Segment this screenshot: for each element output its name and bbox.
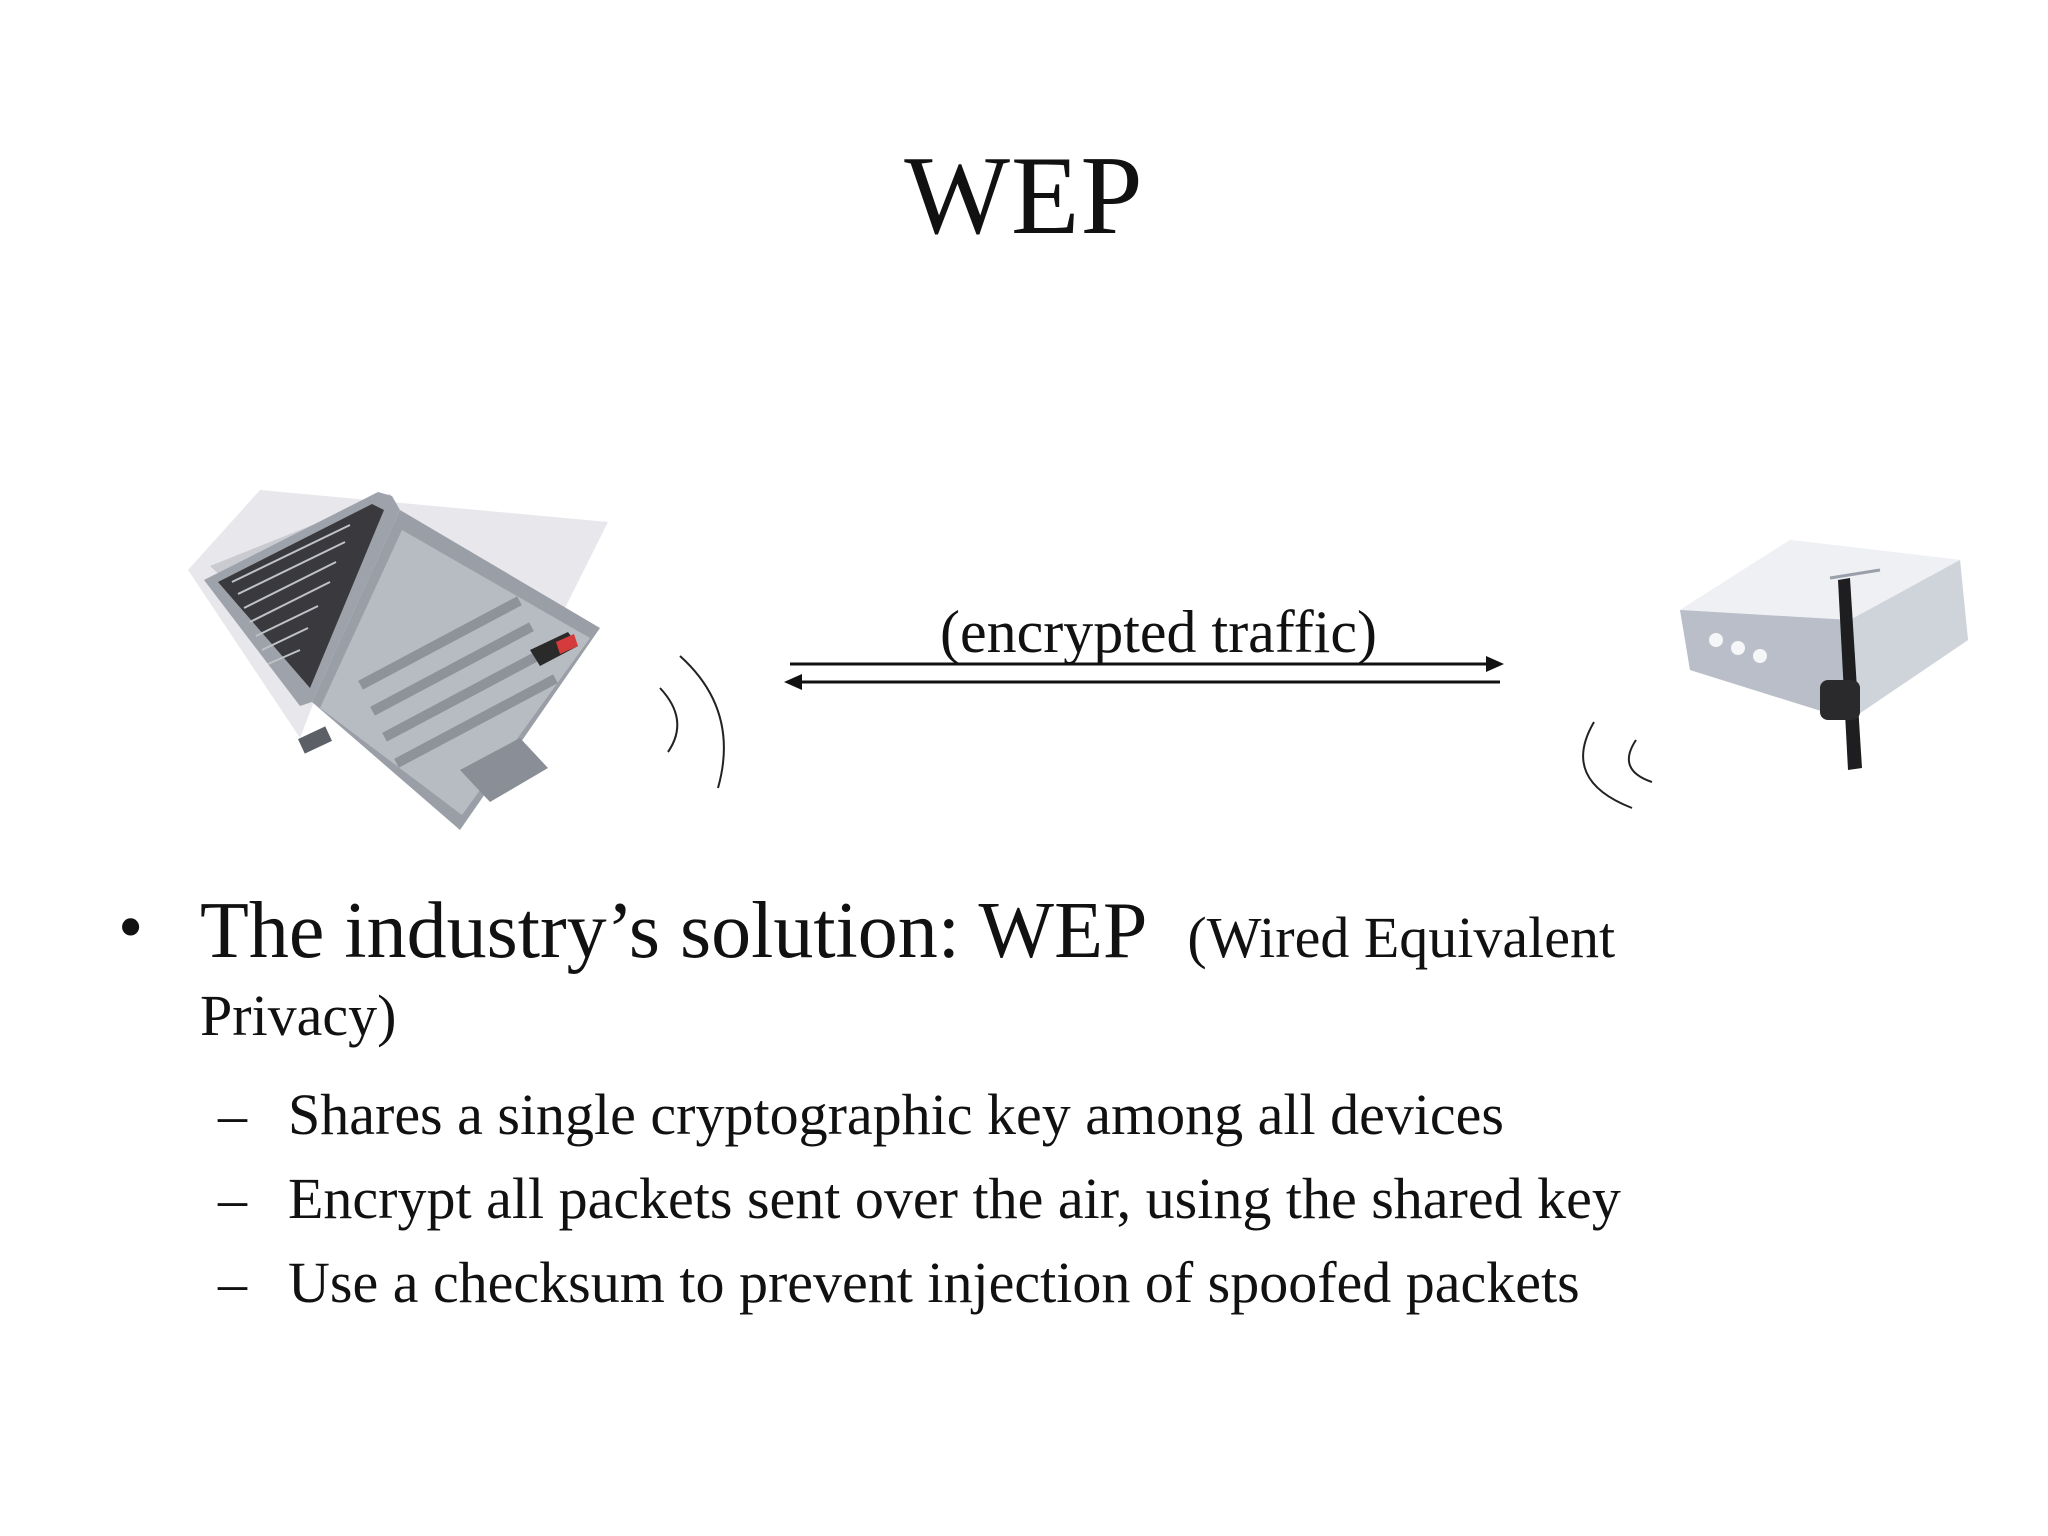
sub-bullet-item: – Use a checksum to prevent injection of… <box>118 1241 1968 1325</box>
sub-bullet-item: – Encrypt all packets sent over the air,… <box>118 1157 1968 1241</box>
bullet-main: • The industry’s solution: WEP (Wired Eq… <box>118 887 1968 1051</box>
sub-bullet-list: – Shares a single cryptographic key amon… <box>118 1073 1968 1325</box>
wireless-router-icon <box>1680 540 1968 770</box>
slide-title: WEP <box>904 134 1144 258</box>
bullet-list: • The industry’s solution: WEP (Wired Eq… <box>118 887 1968 1325</box>
bidirectional-arrow <box>784 656 1504 690</box>
sub-bullet-item: – Shares a single cryptographic key amon… <box>118 1073 1968 1157</box>
encrypted-traffic-label: (encrypted traffic) <box>940 599 1377 665</box>
laptop-signal-icon <box>659 687 679 753</box>
dash-icon: – <box>218 1166 247 1231</box>
sub-bullet-text: Shares a single cryptographic key among … <box>288 1082 1504 1147</box>
sub-bullet-text: Encrypt all packets sent over the air, u… <box>288 1166 1621 1231</box>
dash-icon: – <box>218 1082 247 1147</box>
laptop-icon <box>188 490 608 830</box>
router-signal-icon <box>1582 721 1633 809</box>
bullet-main-paren-continued: Privacy) <box>200 983 397 1048</box>
bullet-icon: • <box>118 887 144 967</box>
dash-icon: – <box>218 1250 247 1315</box>
wep-diagram: (encrypted traffic) <box>0 470 2048 870</box>
bullet-main-text: The industry’s solution: WEP <box>200 887 1148 975</box>
diagram-graphics <box>188 490 1968 830</box>
sub-bullet-text: Use a checksum to prevent injection of s… <box>288 1250 1580 1315</box>
bullet-main-paren: (Wired Equivalent <box>1187 905 1616 970</box>
